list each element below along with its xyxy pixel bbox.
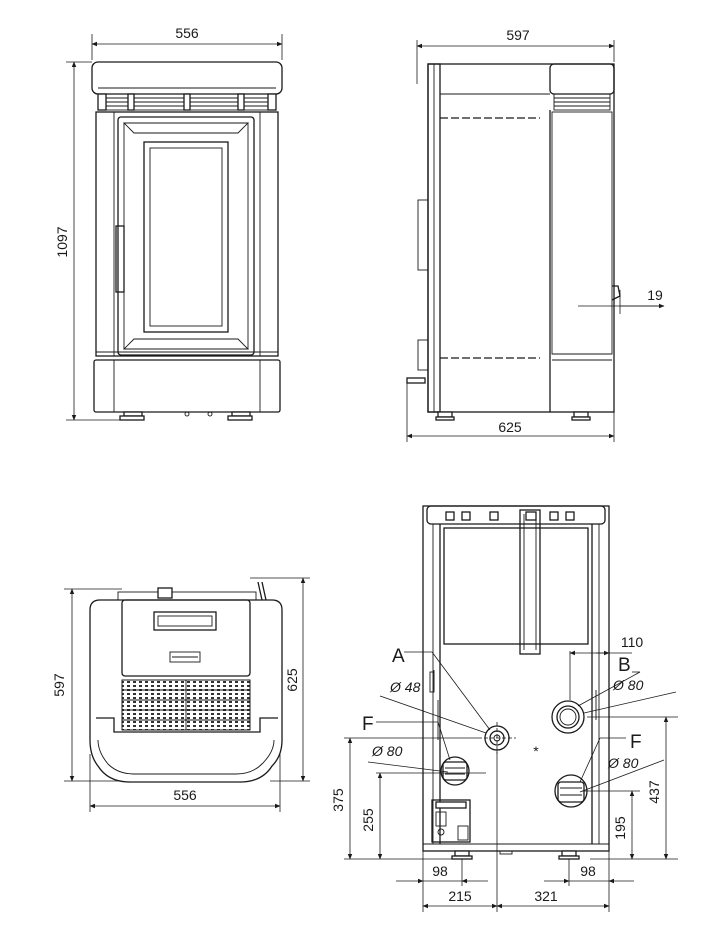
top-width-label: 556 <box>173 787 197 803</box>
front-view: 556 1097 <box>54 25 283 421</box>
side-view: 597 625 19 <box>406 27 665 442</box>
rear-dim-375: 375 <box>330 788 346 812</box>
rear-dim-321: 321 <box>534 888 558 904</box>
connector-f-left-letter: F <box>362 714 374 735</box>
side-width-bottom-label: 625 <box>498 419 522 435</box>
rear-dim-255: 255 <box>360 808 376 832</box>
side-offset-label: 19 <box>647 287 663 303</box>
connector-a-letter: A <box>392 646 405 667</box>
connector-f-right-letter: F <box>630 732 642 753</box>
top-depth-total-label: 625 <box>284 668 300 692</box>
rear-b-offset-label: 110 <box>621 634 644 650</box>
front-height-label: 1097 <box>54 226 70 257</box>
rear-dim-195: 195 <box>612 816 628 840</box>
connector-b-diameter: Ø 80 <box>612 677 644 693</box>
rear-dim-215: 215 <box>448 888 472 904</box>
rear-dim-98-left: 98 <box>432 863 448 879</box>
front-width-label: 556 <box>175 25 199 41</box>
rear-dim-437: 437 <box>646 780 662 804</box>
top-depth-label: 597 <box>51 673 67 697</box>
rear-view: * A Ø 48 B Ø <box>330 505 678 912</box>
svg-text:*: * <box>533 743 539 759</box>
side-width-top-label: 597 <box>506 27 530 43</box>
connector-b-letter: B <box>618 655 631 676</box>
rear-dim-98-right: 98 <box>580 863 596 879</box>
connector-a-diameter: Ø 48 <box>389 679 421 695</box>
connector-f-left-diameter: Ø 80 <box>371 743 403 759</box>
top-view: 556 597 625 <box>51 577 310 812</box>
connector-f-right-diameter: Ø 80 <box>607 755 639 771</box>
